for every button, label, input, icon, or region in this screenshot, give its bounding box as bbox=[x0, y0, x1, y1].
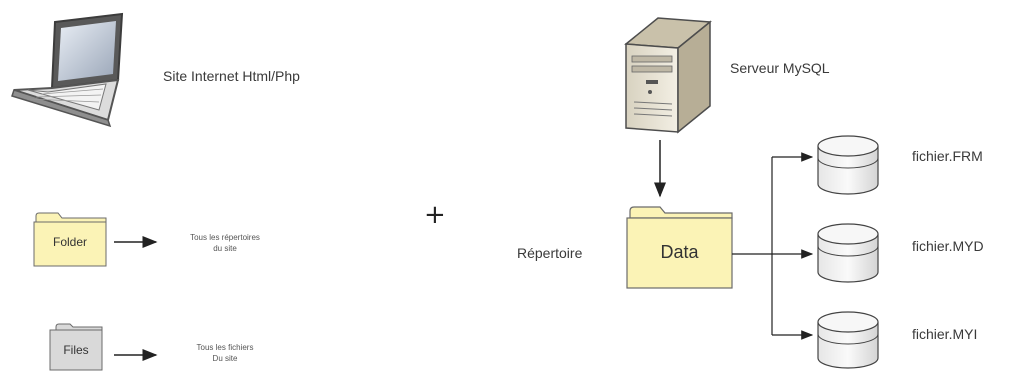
data-folder-icon bbox=[626, 206, 733, 289]
plus-sign: + bbox=[424, 200, 446, 230]
laptop-label: Site Internet Html/Php bbox=[163, 68, 300, 84]
output-label-myd: fichier.MYD bbox=[912, 238, 984, 254]
files-description: Tous les fichiers Du site bbox=[170, 342, 280, 364]
database-icon-myi bbox=[817, 311, 879, 369]
data-connectors bbox=[732, 152, 814, 340]
folder-desc-line2: du site bbox=[213, 244, 237, 253]
database-icon-frm bbox=[817, 135, 879, 195]
folder-label: Folder bbox=[52, 235, 87, 249]
output-label-myi: fichier.MYI bbox=[912, 326, 978, 342]
files-desc-line2: Du site bbox=[212, 354, 238, 363]
directory-label: Répertoire bbox=[517, 245, 583, 261]
output-label-frm: fichier.FRM bbox=[912, 148, 983, 164]
folder-description: Tous les répertoires du site bbox=[170, 232, 280, 254]
server-icon bbox=[624, 17, 712, 134]
data-folder-label: Data bbox=[660, 242, 699, 262]
files-icon bbox=[49, 323, 103, 371]
folder-icon bbox=[33, 212, 107, 267]
server-label: Serveur MySQL bbox=[730, 60, 830, 76]
laptop-icon bbox=[11, 12, 124, 128]
files-label: Files bbox=[63, 343, 89, 357]
folder-desc-line1: Tous les répertoires bbox=[190, 233, 260, 242]
files-desc-line1: Tous les fichiers bbox=[196, 343, 254, 352]
database-icon-myd bbox=[817, 223, 879, 283]
